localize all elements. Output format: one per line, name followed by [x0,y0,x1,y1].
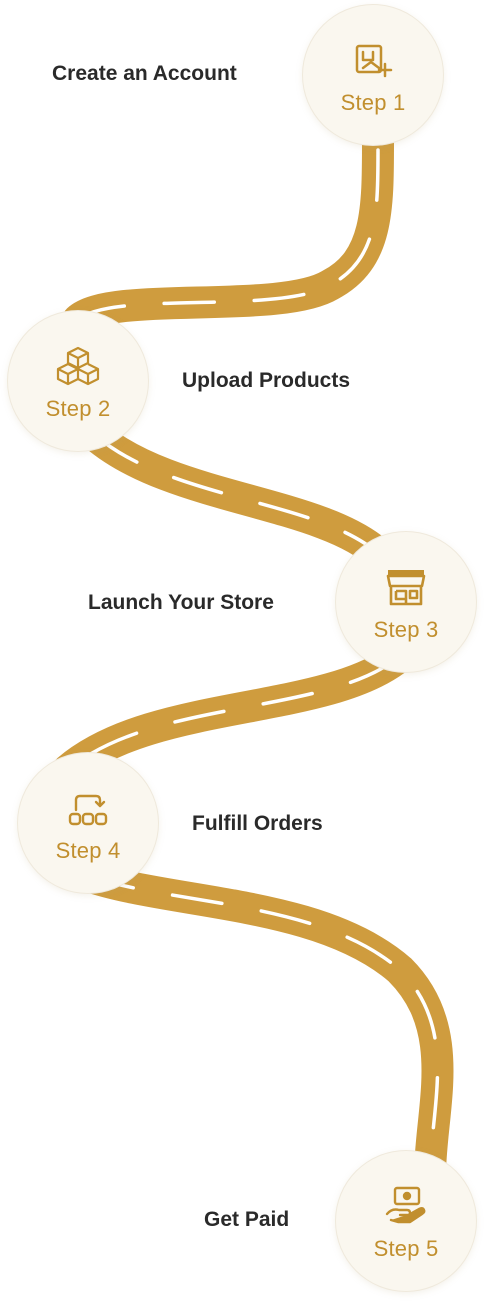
step-1-circle[interactable]: Step 1 [303,5,443,145]
store-icon [386,570,426,606]
add-product-icon [355,44,393,78]
step-3-label: Step 3 [373,617,439,642]
boxes-icon [56,346,100,386]
payment-hand-icon [385,1186,426,1224]
step-4-circle[interactable]: Step 4 [18,753,158,893]
step-3-circle[interactable]: Step 3 [336,532,476,672]
step-4-label: Step 4 [55,838,121,863]
step-1-title: Create an Account [52,62,237,85]
step-4-title: Fulfill Orders [192,812,323,835]
step-2-title: Upload Products [182,369,351,392]
road-band [52,124,454,1191]
step-2-circle[interactable]: Step 2 [8,311,148,451]
step-5-label: Step 5 [373,1236,439,1261]
step-1-label: Step 1 [340,90,406,115]
step-5-title: Get Paid [204,1208,290,1231]
fulfillment-flow-icon [68,794,108,826]
step-5-circle[interactable]: Step 5 [336,1151,476,1291]
step-2-label: Step 2 [45,396,111,421]
step-3-title: Launch Your Store [88,591,274,614]
